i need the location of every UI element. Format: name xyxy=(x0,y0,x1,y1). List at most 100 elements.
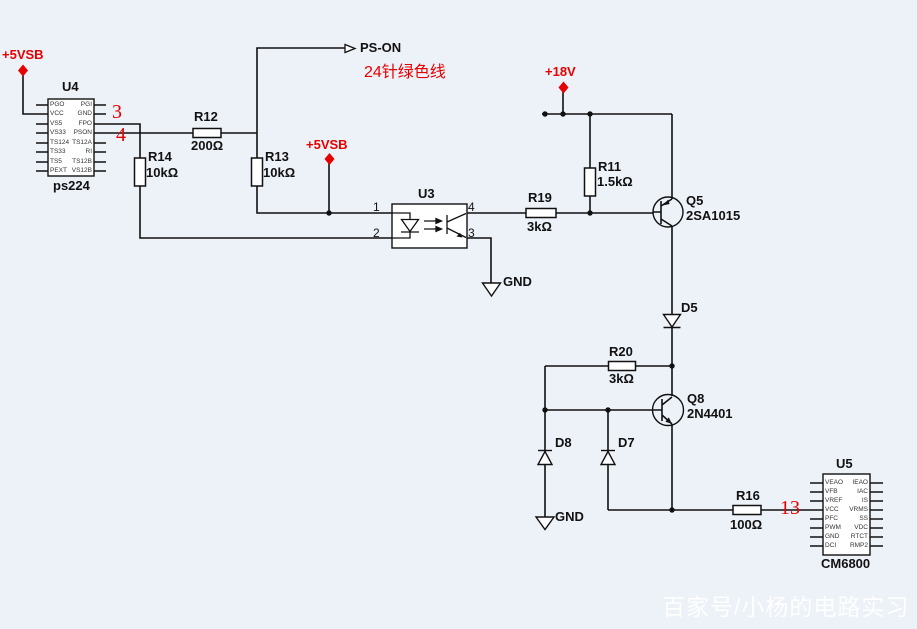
d8-ground-label: GND xyxy=(555,509,584,524)
u5-pin-label: VEAO xyxy=(825,479,844,486)
u4-pin-label: TS5 xyxy=(50,158,62,165)
u4-pin-label: VS5 xyxy=(50,120,63,127)
u5-pin-label: DCI xyxy=(825,542,837,549)
u5-body xyxy=(822,473,871,556)
u3-ref: U3 xyxy=(418,186,435,201)
u4-pin-label: PGO xyxy=(50,101,65,108)
d7-label: D7 xyxy=(618,435,635,450)
u4-ref: U4 xyxy=(62,79,79,94)
u4-pin-label: TS12A xyxy=(72,139,92,146)
q5-part: 2SA1015 xyxy=(686,208,741,223)
wires xyxy=(22,47,810,517)
u5-pin-label: IS xyxy=(861,497,868,504)
u4-pin-label: VCC xyxy=(50,110,64,117)
u5-ref: U5 xyxy=(836,456,853,471)
q8-transistor-icon xyxy=(651,393,685,427)
u3-ground-icon xyxy=(481,282,502,298)
u4-pin-label: PEXT xyxy=(50,167,67,174)
r16-value: 100Ω xyxy=(730,517,763,532)
watermark-text: 百家号/小杨的电路实习 xyxy=(662,594,910,620)
u5-pin-label: VFB xyxy=(825,488,838,495)
u5-pin-label: RTCT xyxy=(850,533,868,540)
u4-pin-label: VS12B xyxy=(71,167,92,174)
u4-pin-label: PGI xyxy=(80,101,92,108)
r14-body xyxy=(133,157,147,187)
u4-pin-label: TS33 xyxy=(50,148,66,155)
r11-value: 1.5kΩ xyxy=(597,174,633,189)
u4-pin-stubs xyxy=(36,104,106,172)
u5-pin-label: VCC xyxy=(825,506,839,513)
u5-pin13-number: 13 xyxy=(780,497,800,519)
d8-label: D8 xyxy=(555,435,572,450)
r19-value: 3kΩ xyxy=(527,219,552,234)
r14-value: 10kΩ xyxy=(146,165,179,180)
u5-pin-label: VREF xyxy=(825,497,843,504)
power-node-icons xyxy=(18,64,569,165)
v18-label: +18V xyxy=(545,64,576,79)
u5-pin-label: PWM xyxy=(825,524,841,531)
q5-transistor-icon xyxy=(652,196,684,228)
r14-ref: R14 xyxy=(148,149,172,164)
pson-label: PS-ON xyxy=(360,40,402,55)
d7-diode-icon xyxy=(599,449,617,466)
d5-label: D5 xyxy=(681,300,698,315)
vsb-mid-diamond-icon xyxy=(324,153,335,165)
u5-pin-stubs xyxy=(810,482,883,547)
r13-body xyxy=(250,157,264,187)
chip-outlines xyxy=(47,98,871,556)
u3-pin4-number: 4 xyxy=(468,200,475,214)
u5-pin-label: IAC xyxy=(857,488,868,495)
d8-diode-icon xyxy=(536,449,554,466)
pson-arrow-icon xyxy=(344,43,357,54)
u4-pin-label: FPO xyxy=(78,120,92,127)
u5-pin-label: PFC xyxy=(825,515,838,522)
r19-ref: R19 xyxy=(528,190,552,205)
u4-pin-label: GND xyxy=(77,110,92,117)
r16-ref: R16 xyxy=(736,488,760,503)
u5-pin-label: SS xyxy=(859,515,868,522)
optocoupler-arrows-icon xyxy=(424,217,444,233)
u4-pin4-number: 4 xyxy=(116,124,126,146)
u5-pin-label: GND xyxy=(825,533,840,540)
optocoupler-phototransistor-icon xyxy=(446,212,467,239)
u5-part: CM6800 xyxy=(821,556,871,571)
r11-body xyxy=(583,167,597,197)
r12-value: 200Ω xyxy=(191,138,224,153)
r13-ref: R13 xyxy=(265,149,289,164)
d5-diode-icon xyxy=(662,313,682,329)
u4-part: ps224 xyxy=(53,178,90,193)
junction-dots xyxy=(326,111,675,513)
q5-ref: Q5 xyxy=(686,193,704,208)
u5-pin-label: IEAO xyxy=(852,479,868,486)
r11-ref: R11 xyxy=(598,159,622,174)
u3-pin1-number: 1 xyxy=(373,200,380,214)
d8-ground-icon xyxy=(534,516,556,531)
u4-pin3-number: 3 xyxy=(112,101,122,123)
u3-ground-label: GND xyxy=(503,274,532,289)
vsb-left-label: +5VSB xyxy=(2,47,44,62)
pson-note: 24针绿色线 xyxy=(364,64,446,81)
r20-value: 3kΩ xyxy=(609,371,634,386)
u5-pin-label: VRMS xyxy=(849,506,868,513)
v18-diamond-icon xyxy=(558,81,569,94)
u3-optocoupler-body xyxy=(391,203,468,249)
u5-pin-label: VDC xyxy=(854,524,868,531)
r12-ref: R12 xyxy=(194,109,218,124)
r20-body xyxy=(607,360,637,372)
u3-pin2-number: 2 xyxy=(373,226,380,240)
r19-body xyxy=(525,207,557,219)
vsb-mid-label: +5VSB xyxy=(306,137,348,152)
u4-pin-label: TS12B xyxy=(72,158,92,165)
r16-body xyxy=(732,504,762,516)
u4-pin-label: TS124 xyxy=(50,139,70,146)
q8-ref: Q8 xyxy=(687,391,705,406)
u4-pin-label: RI xyxy=(85,148,93,155)
optocoupler-led-icon xyxy=(392,212,420,239)
resistor-bodies xyxy=(133,127,762,516)
q8-part: 2N4401 xyxy=(687,406,733,421)
u3-pin3-number: 3 xyxy=(468,226,475,240)
u4-pin-label: VS33 xyxy=(50,129,66,136)
u4-pin-label: PSON xyxy=(73,129,92,136)
r20-ref: R20 xyxy=(609,344,633,359)
